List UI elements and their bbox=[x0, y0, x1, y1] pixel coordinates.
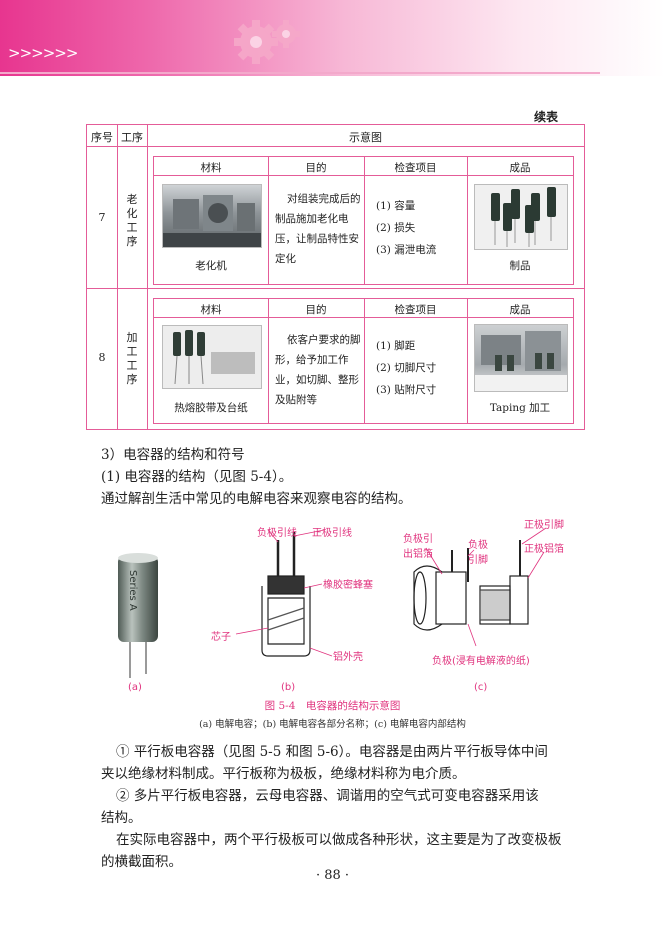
inner-header-product: 成品 bbox=[509, 304, 531, 316]
inner-header-product: 成品 bbox=[509, 162, 531, 174]
label-seal: 橡胶密蜂塞 bbox=[323, 580, 373, 591]
inner-header-divider bbox=[154, 317, 573, 318]
paragraph-2-line-2: 结构。 bbox=[101, 810, 142, 826]
capacitor-figure: Series A bbox=[118, 527, 547, 678]
sub-label-b: (b) bbox=[281, 682, 296, 693]
label-shell: 铝外壳 bbox=[333, 652, 363, 663]
header-seq: 序号 bbox=[91, 131, 113, 144]
paragraph-1-line-1: ① 平行板电容器（见图 5-5 和图 5-6）。电容器是由两片平行板导体中间 bbox=[116, 744, 548, 760]
aging-machine-photo bbox=[162, 184, 262, 248]
material-caption: 热熔胶带及台纸 bbox=[174, 402, 248, 414]
inner-header-check: 检查项目 bbox=[394, 304, 437, 316]
purpose-text: 依客户要求的脚 形，给予加工作 业，如切脚、整形 及贴附等 bbox=[275, 334, 361, 406]
inner-col-divider bbox=[467, 157, 468, 284]
row-process: 加工工序 bbox=[126, 331, 138, 386]
capacitor-cross-section bbox=[261, 532, 311, 657]
table-col-divider bbox=[117, 125, 118, 429]
inner-header-material: 材料 bbox=[200, 304, 222, 316]
figure-caption: 图 5-4 电容器的结构示意图 bbox=[264, 700, 401, 712]
check-list: (1) 脚距(2) 切脚尺寸(3) 贴附尺寸 bbox=[376, 340, 437, 396]
inner-col-divider bbox=[268, 299, 269, 423]
sub-label-c: (c) bbox=[474, 682, 488, 693]
intro-text: 通过解剖生活中常见的电解电容来观察电容的结构。 bbox=[101, 491, 412, 507]
row-process: 老化工序 bbox=[126, 193, 138, 248]
header-process: 工序 bbox=[121, 131, 143, 144]
label-neg-pin: 负极引脚 bbox=[468, 540, 488, 566]
header-divider bbox=[0, 72, 600, 74]
inner-col-divider bbox=[268, 157, 269, 284]
inner-col-divider bbox=[364, 299, 365, 423]
row-seq: 8 bbox=[98, 351, 106, 364]
electrolytic-capacitor-image: Series A bbox=[118, 553, 158, 678]
product-caption: Taping 加工 bbox=[489, 402, 551, 414]
inner-header-check: 检查项目 bbox=[394, 162, 437, 174]
svg-text:Series A: Series A bbox=[127, 570, 138, 611]
label-pos-pin: 正极引脚 bbox=[524, 520, 564, 531]
leader-lines bbox=[235, 529, 333, 657]
section-title: 3）电容器的结构和符号 bbox=[101, 447, 245, 463]
taping-photo bbox=[474, 324, 568, 392]
figure-subcaption: (a) 电解电容；(b) 电解电容各部分名称；(c) 电解电容内部结构 bbox=[199, 719, 466, 730]
continued-label: 续表 bbox=[534, 110, 559, 124]
label-pos-lead: 正极引线 bbox=[312, 528, 352, 539]
capacitor-internal-structure bbox=[413, 540, 529, 631]
label-neg-foil: 负极引出铝箔 bbox=[403, 534, 433, 560]
paragraph-3-line-1: 在实际电容器中，两个平行极板可以做成各种形状，这主要是为了改变极板 bbox=[116, 832, 562, 848]
label-paper: 负极(浸有电解液的纸) bbox=[432, 656, 530, 667]
inner-table: 材料 目的 检查项目 成品 热熔胶带及台纸 依客户要求的脚 形，给予加工作 业，… bbox=[153, 298, 574, 424]
label-core: 芯子 bbox=[211, 632, 231, 643]
inner-col-divider bbox=[364, 157, 365, 284]
table-header-divider bbox=[87, 146, 584, 147]
table-col-divider bbox=[147, 125, 148, 429]
label-neg-lead: 负极引线 bbox=[257, 528, 297, 539]
paragraph-1-line-2: 夹以绝缘材料制成。平行板称为极板，绝缘材料称为电介质。 bbox=[101, 766, 466, 782]
product-caption: 制品 bbox=[509, 260, 531, 272]
page-header-banner bbox=[0, 0, 665, 76]
gear-icon bbox=[234, 20, 300, 64]
inner-table: 材料 目的 检查项目 成品 老化机 对组装完成后的 制品施加老化电 压，让制品特… bbox=[153, 156, 574, 285]
header-diagram: 示意图 bbox=[349, 131, 382, 144]
process-table: 序号 工序 示意图 7 老化工序 材料 目的 检查项目 成品 老化机 对组装完成… bbox=[86, 124, 585, 430]
label-pos-foil: 正极铝箔 bbox=[524, 544, 564, 555]
inner-col-divider bbox=[467, 299, 468, 423]
inner-header-purpose: 目的 bbox=[305, 162, 327, 174]
paragraph-3-line-2: 的横截面积。 bbox=[101, 854, 182, 870]
inner-header-material: 材料 bbox=[200, 162, 222, 174]
tape-photo bbox=[162, 325, 262, 389]
purpose-text: 对组装完成后的 制品施加老化电 压，让制品特性安 定化 bbox=[275, 193, 361, 265]
row-seq: 7 bbox=[98, 211, 106, 224]
sub-label-a: (a) bbox=[128, 682, 142, 693]
sub-title: (1) 电容器的结构（见图 5-4）。 bbox=[101, 469, 293, 485]
material-caption: 老化机 bbox=[195, 260, 227, 272]
paragraph-2-line-1: ② 多片平行板电容器，云母电容器、调谐用的空气式可变电容器采用该 bbox=[116, 788, 539, 804]
inner-header-purpose: 目的 bbox=[305, 304, 327, 316]
page-number: · 88 · bbox=[315, 868, 350, 883]
inner-header-divider bbox=[154, 175, 573, 176]
product-photo bbox=[474, 184, 568, 250]
check-list: (1) 容量(2) 损失(3) 漏泄电流 bbox=[376, 200, 437, 256]
table-row-divider bbox=[87, 288, 584, 289]
chevron-decoration: >>>>>> bbox=[8, 44, 78, 62]
